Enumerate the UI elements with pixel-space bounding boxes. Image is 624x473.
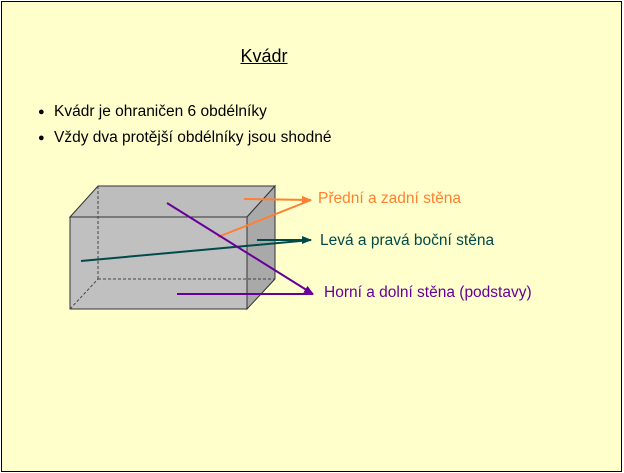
bullet-list: ● Kvádr je ohraničen 6 obdélníky ● Vždy dv… [38, 99, 331, 151]
bullet-dot-icon: ● [38, 106, 45, 118]
bullet-text: Vždy dva protější obdélníky jsou shodné [54, 129, 332, 146]
label-top-bottom: Horní a dolní stěna (podstavy) [324, 284, 532, 301]
label-front-back: Přední a zadní stěna [318, 190, 462, 207]
arrow-top-bottom [166, 202, 314, 295]
cuboid [68, 184, 277, 311]
cuboid-front-face [69, 216, 248, 310]
bullet-text: Kvádr je ohraničen 6 obdélníky [54, 103, 267, 120]
label-left-right: Levá a pravá boční stěna [320, 232, 495, 249]
slide-title: Kvádr [240, 46, 288, 66]
bullet-item: ● Kvádr je ohraničen 6 obdélníky [38, 99, 331, 125]
arrow-left-right [80, 236, 312, 262]
cuboid-top-face [68, 185, 277, 218]
cuboid-hidden-edge [69, 278, 99, 310]
bullet-item: ● Vždy dva protější obdélníky jsou shodné [38, 125, 331, 151]
bullet-dot-icon: ● [38, 132, 45, 144]
arrow-front-back [217, 195, 312, 238]
